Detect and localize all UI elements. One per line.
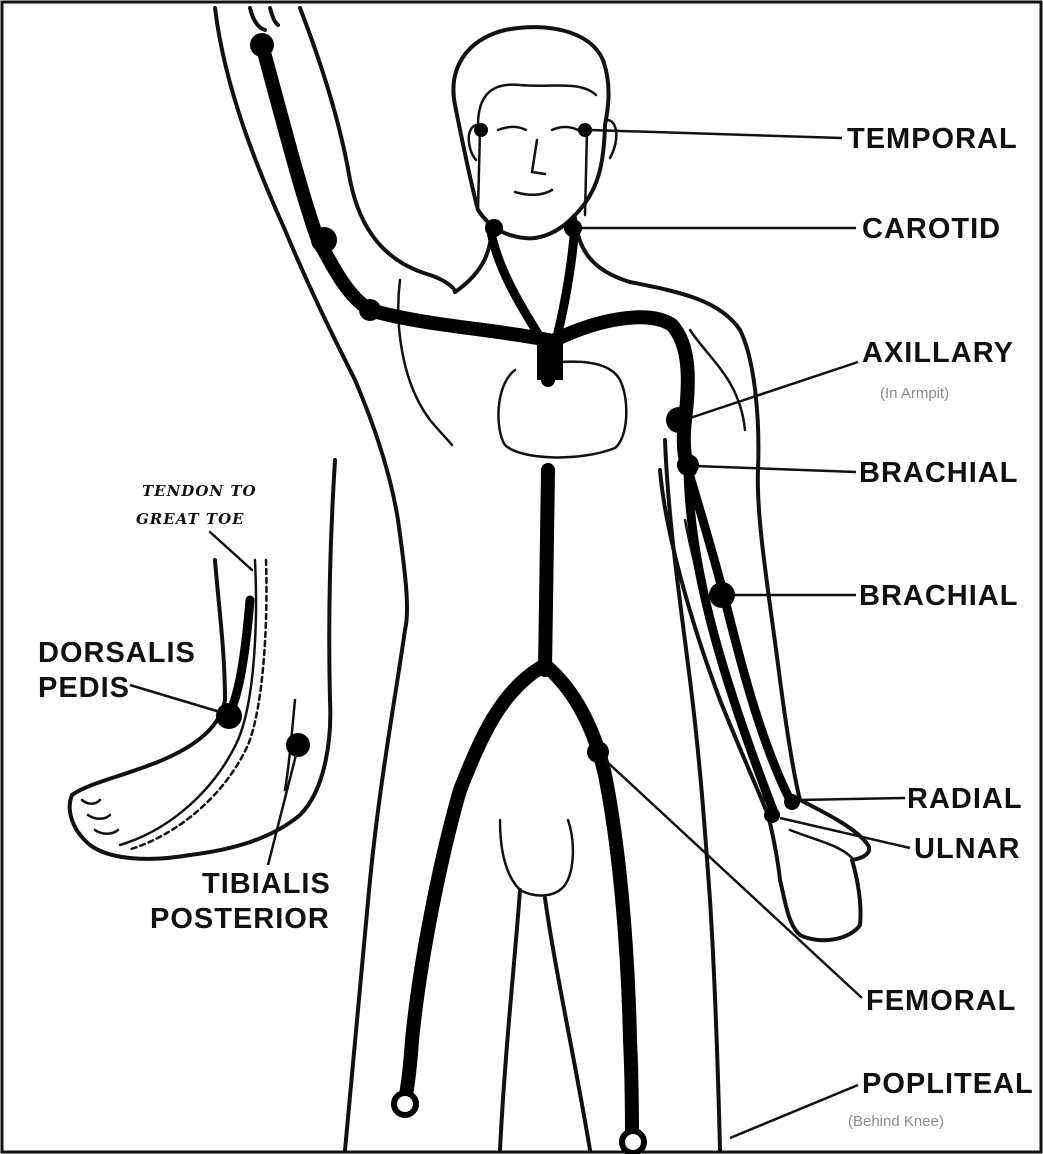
toes <box>70 795 190 859</box>
label-brachial-lower: BRACHIAL <box>859 580 1018 612</box>
hairline <box>478 85 596 125</box>
label-popliteal: POPLITEAL <box>862 1068 1034 1100</box>
pulse-subclavian-raised <box>359 299 381 321</box>
eye-right <box>552 127 578 130</box>
label-femoral: FEMORAL <box>866 985 1016 1017</box>
dorsalis-vessel <box>228 600 250 715</box>
label-dorsalis-line2: PEDIS <box>38 672 130 704</box>
iliac-left <box>405 665 545 1100</box>
pulse-brachial-raised <box>250 33 274 57</box>
pulse-ulnar <box>764 807 780 823</box>
leader-axillary <box>690 362 858 418</box>
pulse-dorsalis-pedis <box>216 703 242 729</box>
leg-inner-right <box>545 898 590 1150</box>
label-tibialis-line2: POSTERIOR <box>150 903 330 935</box>
label-axillary-sub: (In Armpit) <box>880 385 949 402</box>
leader-tibialis-posterior <box>268 755 296 865</box>
pulse-axillary <box>666 407 692 433</box>
pulse-radial <box>784 794 800 810</box>
label-carotid: CAROTID <box>862 213 1001 245</box>
popliteal-marker-right <box>622 1131 644 1153</box>
pulse-carotid-left <box>485 219 503 237</box>
aorta <box>545 340 548 670</box>
mouth <box>515 190 552 195</box>
groin-outline <box>500 820 573 895</box>
subclavian-right <box>555 317 690 470</box>
arteries <box>228 45 790 1140</box>
leader-temporal <box>590 130 842 138</box>
temporal-vessel-left <box>478 130 480 210</box>
label-tendon-line2: GREAT TOE <box>136 510 245 528</box>
pulse-temporal-left <box>474 123 488 137</box>
label-ulnar: ULNAR <box>914 833 1021 865</box>
popliteal-marker-left <box>394 1093 416 1115</box>
shoulder-right <box>630 282 800 800</box>
pulse-iliac-junction <box>538 661 552 675</box>
armpit-line <box>398 280 452 445</box>
label-tibialis-line1: TIBIALIS <box>202 868 331 900</box>
pulse-tibialis-posterior <box>286 733 310 757</box>
leader-femoral <box>605 760 862 998</box>
thumb-line <box>790 830 852 858</box>
label-tendon-line1: TENDON TO <box>142 482 257 500</box>
label-brachial-upper: BRACHIAL <box>859 457 1018 489</box>
raised-arm-fingers <box>250 8 278 30</box>
leader-dorsalis-pedis <box>130 685 220 712</box>
iliac-right <box>545 665 632 1140</box>
label-dorsalis-line1: DORSALIS <box>38 637 196 669</box>
leader-brachial-upper <box>695 466 856 472</box>
label-radial: RADIAL <box>907 783 1023 815</box>
leader-radial <box>798 798 905 800</box>
label-temporal: TEMPORAL <box>847 123 1018 155</box>
labels: TEMPORAL CAROTID AXILLARY (In Armpit) BR… <box>38 123 1034 1130</box>
torso-left <box>345 630 405 1150</box>
hand-outline <box>768 800 869 940</box>
subclavian-left <box>262 45 548 340</box>
nose <box>532 140 545 174</box>
label-axillary: AXILLARY <box>862 337 1014 369</box>
leg-inner-left <box>500 890 520 1150</box>
eye-left <box>498 127 526 130</box>
pulse-temporal-right <box>578 123 592 137</box>
label-popliteal-sub: (Behind Knee) <box>848 1113 944 1130</box>
pulse-brachial-lower <box>709 582 735 608</box>
leader-popliteal <box>730 1085 858 1138</box>
pulse-axillary-raised <box>311 227 337 253</box>
toe-lines <box>82 800 118 834</box>
